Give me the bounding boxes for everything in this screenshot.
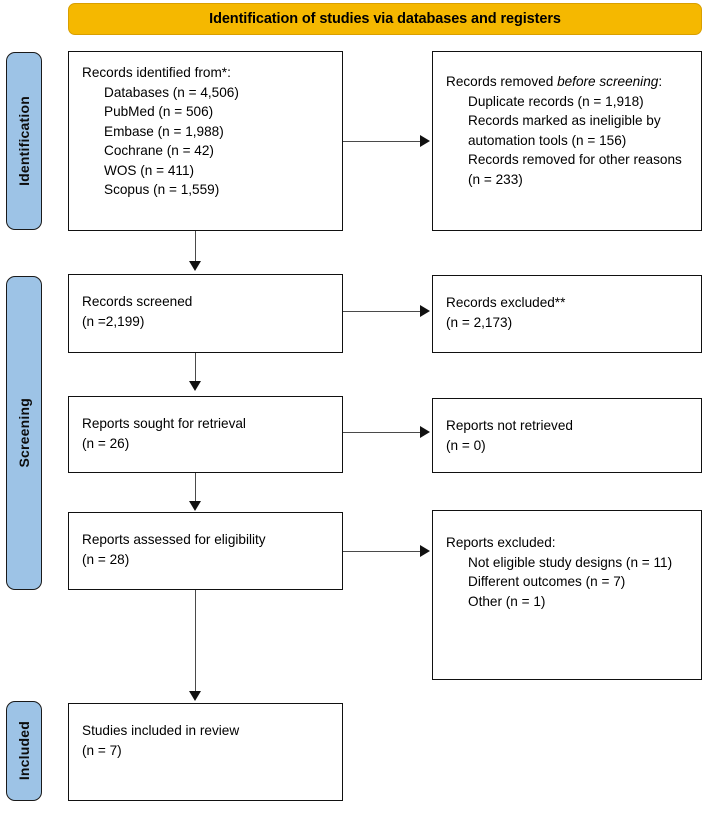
records-removed-item-0: Duplicate records (n = 1,918) (468, 93, 644, 109)
connector-assessed-to-included (195, 590, 197, 691)
reports-excluded-item-1: Different outcomes (n = 7) (468, 574, 626, 589)
connector-identified-to-removed (343, 141, 422, 143)
records-removed-heading-part1: Records removed (446, 74, 558, 89)
connector-screened-to-sought (195, 353, 197, 381)
studies-included-heading: Studies included in review (82, 723, 240, 738)
box-records-screened: Records screened (n =2,199) (68, 274, 343, 353)
records-identified-item-4: WOS (n = 411) (104, 162, 195, 178)
box-reports-sought-text: Reports sought for retrieval (n = 26) (82, 414, 336, 453)
records-identified-item-2: Embase (n = 1,988) (104, 123, 224, 139)
records-identified-item-1: PubMed (n = 506) (104, 104, 214, 119)
records-screened-count: (n =2,199) (82, 313, 145, 329)
records-identified-item-3: Cochrane (n = 42) (104, 143, 214, 158)
arrowhead-screened-to-sought (189, 381, 201, 391)
box-studies-included: Studies included in review (n = 7) (68, 703, 343, 801)
records-excluded-heading: Records excluded** (446, 295, 566, 310)
reports-sought-heading: Reports sought for retrieval (82, 416, 246, 431)
arrowhead-assessed-to-excluded (420, 545, 430, 557)
stage-bar-identification: Identification (6, 52, 42, 230)
connector-sought-to-not-retrieved (343, 432, 422, 434)
diagram-banner: Identification of studies via databases … (68, 3, 702, 35)
reports-not-retrieved-heading: Reports not retrieved (446, 418, 573, 433)
records-removed-heading-italic: before screening (557, 74, 659, 89)
box-reports-sought: Reports sought for retrieval (n = 26) (68, 396, 343, 473)
connector-sought-to-assessed (195, 473, 197, 501)
records-screened-heading: Records screened (82, 294, 193, 309)
box-reports-not-retrieved-text: Reports not retrieved (n = 0) (446, 416, 695, 455)
box-records-identified-text: Records identified from*: Databases (n =… (82, 63, 336, 200)
stage-label-included: Included (16, 721, 32, 781)
arrowhead-identified-to-removed (420, 135, 430, 147)
records-removed-item-2: Records removed for other reasons (n = 2… (468, 152, 682, 187)
arrowhead-assessed-to-included (189, 691, 201, 701)
records-identified-item-5: Scopus (n = 1,559) (104, 182, 220, 197)
arrowhead-identified-to-screened (189, 261, 201, 271)
arrowhead-screened-to-excluded (420, 305, 430, 317)
box-reports-excluded-text: Reports excluded: Not eligible study des… (446, 533, 695, 611)
stage-label-screening: Screening (16, 398, 32, 468)
box-records-excluded-text: Records excluded** (n = 2,173) (446, 293, 695, 332)
box-reports-not-retrieved: Reports not retrieved (n = 0) (432, 398, 702, 473)
arrowhead-sought-to-assessed (189, 501, 201, 511)
reports-assessed-count: (n = 28) (82, 551, 130, 567)
box-records-removed: Records removed before screening: Duplic… (432, 51, 702, 231)
box-records-excluded: Records excluded** (n = 2,173) (432, 275, 702, 353)
banner-title: Identification of studies via databases … (209, 11, 561, 27)
records-identified-item-0: Databases (n = 4,506) (104, 84, 239, 100)
connector-screened-to-excluded (343, 311, 422, 313)
box-records-screened-text: Records screened (n =2,199) (82, 292, 336, 331)
arrowhead-sought-to-not-retrieved (420, 426, 430, 438)
reports-excluded-item-2: Other (n = 1) (468, 593, 546, 609)
box-reports-assessed-text: Reports assessed for eligibility (n = 28… (82, 530, 336, 569)
stage-bar-included: Included (6, 701, 42, 801)
reports-sought-count: (n = 26) (82, 435, 130, 451)
studies-included-count: (n = 7) (82, 742, 122, 758)
records-removed-heading-part2: : (658, 74, 663, 89)
reports-not-retrieved-count: (n = 0) (446, 437, 486, 453)
stage-bar-screening: Screening (6, 276, 42, 590)
connector-assessed-to-excluded (343, 551, 422, 553)
reports-excluded-heading: Reports excluded: (446, 535, 556, 550)
records-identified-heading: Records identified from*: (82, 65, 231, 80)
stage-label-identification: Identification (16, 96, 32, 186)
box-records-identified: Records identified from*: Databases (n =… (68, 51, 343, 231)
records-removed-item-1: Records marked as ineligible by automati… (468, 113, 661, 148)
box-studies-included-text: Studies included in review (n = 7) (82, 721, 336, 760)
connector-identified-to-screened (195, 231, 197, 261)
reports-excluded-item-0: Not eligible study designs (n = 11) (468, 554, 673, 570)
box-records-removed-text: Records removed before screening: Duplic… (446, 72, 695, 189)
box-reports-excluded: Reports excluded: Not eligible study des… (432, 510, 702, 680)
reports-assessed-heading: Reports assessed for eligibility (82, 532, 266, 547)
records-excluded-count: (n = 2,173) (446, 314, 513, 330)
box-reports-assessed: Reports assessed for eligibility (n = 28… (68, 512, 343, 590)
